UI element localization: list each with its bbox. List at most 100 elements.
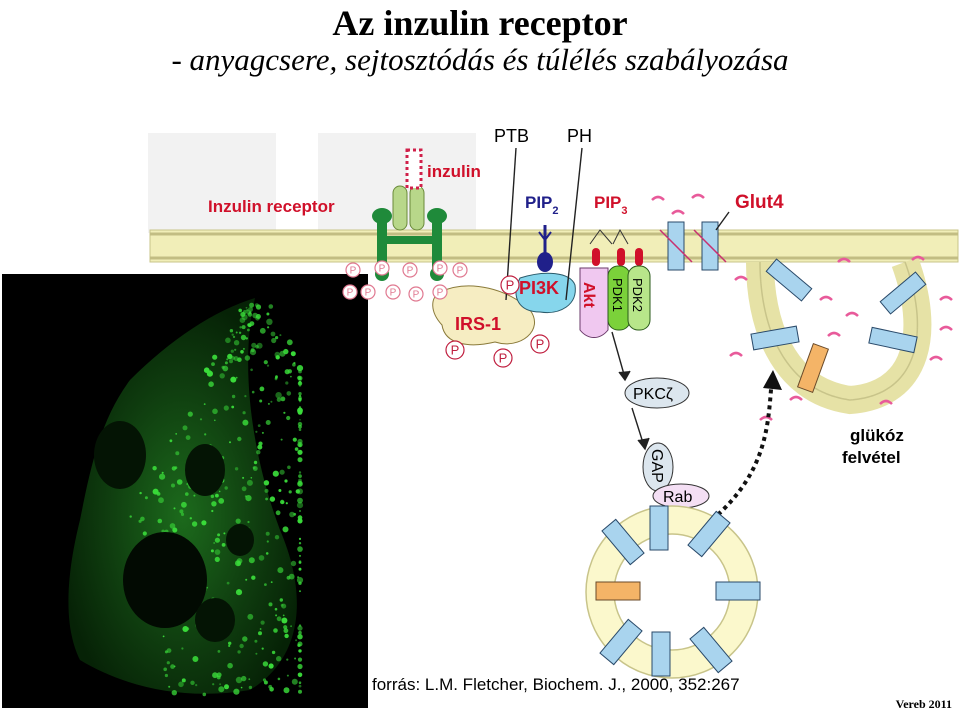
speckle xyxy=(173,507,176,510)
slide-title: Az inzulin receptor xyxy=(332,3,628,43)
speckle xyxy=(203,367,210,374)
speckle xyxy=(176,479,183,485)
speckle xyxy=(286,658,289,661)
speckle xyxy=(203,403,206,405)
source-citation: forrás: L.M. Fletcher, Biochem. J., 2000… xyxy=(372,675,740,694)
dark-vacuole xyxy=(226,524,254,556)
speckle xyxy=(144,496,148,500)
speckle xyxy=(199,418,203,421)
speckle xyxy=(298,397,302,402)
speckle xyxy=(245,578,248,581)
speckle xyxy=(204,433,207,436)
speckle xyxy=(248,307,253,312)
speckle xyxy=(298,624,302,627)
speckle xyxy=(292,437,297,442)
pi3k-protein xyxy=(515,272,576,314)
speckle xyxy=(286,674,289,677)
speckle xyxy=(298,471,302,474)
speckle xyxy=(288,490,292,494)
speckle xyxy=(129,515,132,518)
speckle xyxy=(210,494,215,499)
speckle xyxy=(211,501,217,507)
speckle xyxy=(245,337,248,340)
speckle xyxy=(259,327,266,334)
speckle xyxy=(252,312,258,319)
speckle xyxy=(234,348,237,351)
glucose-molecules xyxy=(651,193,953,421)
speckle xyxy=(267,326,270,329)
speckle xyxy=(297,408,303,415)
speckle xyxy=(268,663,274,669)
speckle xyxy=(252,466,256,469)
phospho-circle xyxy=(432,260,448,276)
speckle xyxy=(265,497,268,501)
speckle xyxy=(192,656,199,662)
glut4-transporter xyxy=(750,258,927,393)
speckle xyxy=(211,362,215,366)
speckle xyxy=(191,521,198,527)
speckle xyxy=(235,518,241,524)
phospho-circle xyxy=(452,262,468,278)
speckle xyxy=(214,419,216,422)
speckle xyxy=(298,380,302,384)
speckle xyxy=(214,537,220,543)
speckle xyxy=(231,405,235,409)
speckle xyxy=(271,337,277,344)
speckle xyxy=(193,494,196,497)
speckle xyxy=(297,421,303,427)
speckle xyxy=(298,537,302,541)
speckle xyxy=(218,490,221,493)
pkc-zeta-protein xyxy=(624,377,690,409)
label-glut4: Glut4 xyxy=(735,192,784,213)
label-insulin: inzulin xyxy=(427,162,481,181)
speckle xyxy=(248,311,252,314)
speckle xyxy=(280,396,286,402)
speckle xyxy=(223,532,226,535)
pip3-lipids xyxy=(589,228,643,266)
speckle xyxy=(244,355,251,361)
speckle xyxy=(250,348,255,353)
speckle xyxy=(202,692,207,697)
speckle xyxy=(242,310,247,314)
speckle xyxy=(201,520,207,526)
label-rab: Rab xyxy=(663,489,692,506)
speckle xyxy=(238,331,242,334)
speckle xyxy=(290,560,297,567)
speckle xyxy=(240,350,244,354)
translocation-arrowhead xyxy=(763,370,782,390)
speckle xyxy=(255,316,260,321)
speckle xyxy=(275,336,279,340)
speckle xyxy=(247,520,250,524)
label-gap: GAP xyxy=(648,449,665,483)
speckle xyxy=(219,683,222,686)
speckle xyxy=(290,375,292,378)
speckle xyxy=(251,575,256,580)
speckle xyxy=(259,399,263,403)
speckle xyxy=(178,681,184,688)
speckle xyxy=(269,496,276,502)
speckle xyxy=(208,381,214,388)
speckle xyxy=(298,567,302,571)
speckle xyxy=(255,345,259,349)
phospho-label: P xyxy=(457,266,464,277)
speckle xyxy=(262,661,269,667)
speckle xyxy=(298,689,302,694)
speckle xyxy=(164,650,168,654)
speckle xyxy=(142,531,147,536)
speckle xyxy=(266,318,273,325)
speckle xyxy=(226,358,229,361)
speckle xyxy=(296,502,304,509)
speckle xyxy=(228,644,231,648)
speckle xyxy=(237,650,241,654)
speckle xyxy=(266,364,270,367)
speckle xyxy=(233,340,240,346)
speckle xyxy=(212,408,218,415)
speckle xyxy=(255,430,258,433)
speckle xyxy=(239,326,242,329)
label-pkc-zeta: PKCζ xyxy=(633,386,673,403)
phospho-circle xyxy=(500,275,520,295)
translocation-arrow xyxy=(710,377,774,522)
speckle xyxy=(267,402,270,405)
speckle xyxy=(276,616,282,622)
